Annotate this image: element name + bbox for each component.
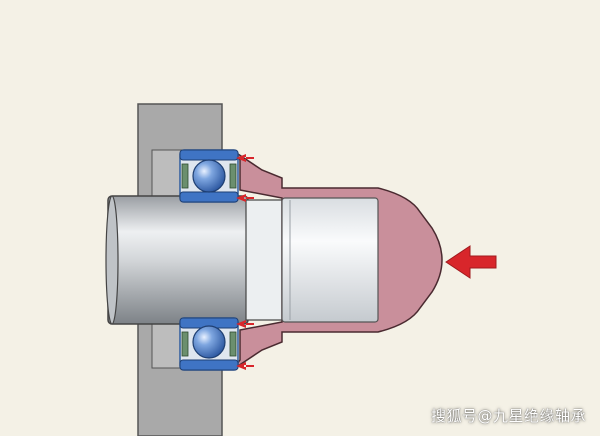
mounting-tool [231, 149, 443, 371]
lower-bearing [179, 317, 239, 371]
lower-ball [192, 325, 226, 359]
contact-arrows [236, 154, 254, 370]
shaft [105, 195, 287, 325]
contact-arrow-1 [236, 154, 254, 162]
upper-ball [192, 159, 226, 193]
upper-bearing [179, 149, 239, 203]
contact-arrow-2 [236, 194, 254, 202]
contact-arrow-3 [236, 320, 254, 328]
contact-arrow-4 [236, 362, 254, 370]
watermark-text: 搜狐号@九星绝缘轴承 [430, 407, 586, 425]
force-arrow [445, 245, 497, 279]
